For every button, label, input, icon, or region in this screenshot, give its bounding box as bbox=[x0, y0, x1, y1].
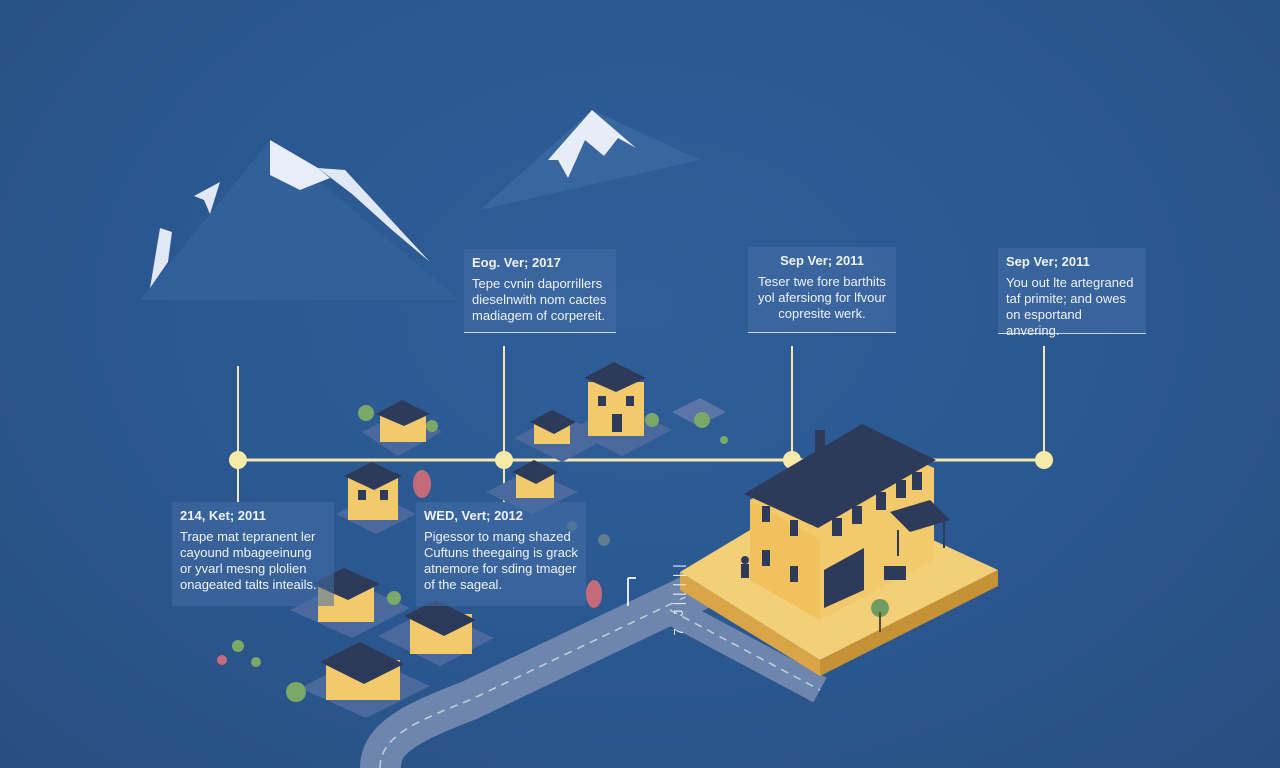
timeline-event-card: Sep Ver; 2011 You out lte artegraned taf… bbox=[998, 248, 1146, 338]
event-description: Tepe cvnin daporrillers dieselnwith nom … bbox=[472, 276, 607, 323]
event-date: Sep Ver; 2011 bbox=[1006, 254, 1090, 269]
house-icon bbox=[570, 362, 672, 456]
timeline-event-card: 214, Ket; 2011 Trape mat tepranent ler c… bbox=[172, 502, 334, 606]
timeline-event-card: Eog. Ver; 2017 Tepe cvnin daporrillers d… bbox=[464, 249, 616, 333]
timeline-node-icon bbox=[1035, 451, 1053, 469]
event-date: 214, Ket; 2011 bbox=[180, 508, 267, 523]
timeline-event-card: WED, Vert; 2012 Pigessor to mang shazed … bbox=[416, 502, 586, 606]
event-description: Trape mat tepranent ler cayound mbageein… bbox=[180, 529, 317, 592]
scale-label: 7 J||||| bbox=[672, 560, 688, 636]
house-icon bbox=[514, 410, 608, 462]
street-lamp-icon bbox=[627, 577, 636, 606]
timeline-event-card: Sep Ver; 2011 Teser twe fore barthits yo… bbox=[748, 247, 896, 333]
house-icon bbox=[336, 462, 431, 534]
event-date: Sep Ver; 2011 bbox=[780, 253, 864, 268]
event-description: Teser twe fore barthits yol afersiong fo… bbox=[758, 274, 886, 321]
house-icon bbox=[358, 400, 442, 456]
event-date: Eog. Ver; 2017 bbox=[472, 255, 561, 270]
mountain-icon bbox=[140, 140, 460, 300]
house-icon bbox=[378, 600, 494, 666]
timeline-node-icon bbox=[229, 451, 247, 469]
mountain-icon bbox=[480, 110, 700, 210]
timeline-node-icon bbox=[495, 451, 513, 469]
event-description: You out lte artegraned taf primite; and … bbox=[1006, 275, 1134, 338]
event-date: WED, Vert; 2012 bbox=[424, 508, 523, 523]
house-icon bbox=[286, 642, 430, 718]
event-description: Pigessor to mang shazed Cuftuns theegain… bbox=[424, 529, 578, 592]
house-icon bbox=[680, 424, 998, 676]
house-icon bbox=[672, 398, 728, 444]
